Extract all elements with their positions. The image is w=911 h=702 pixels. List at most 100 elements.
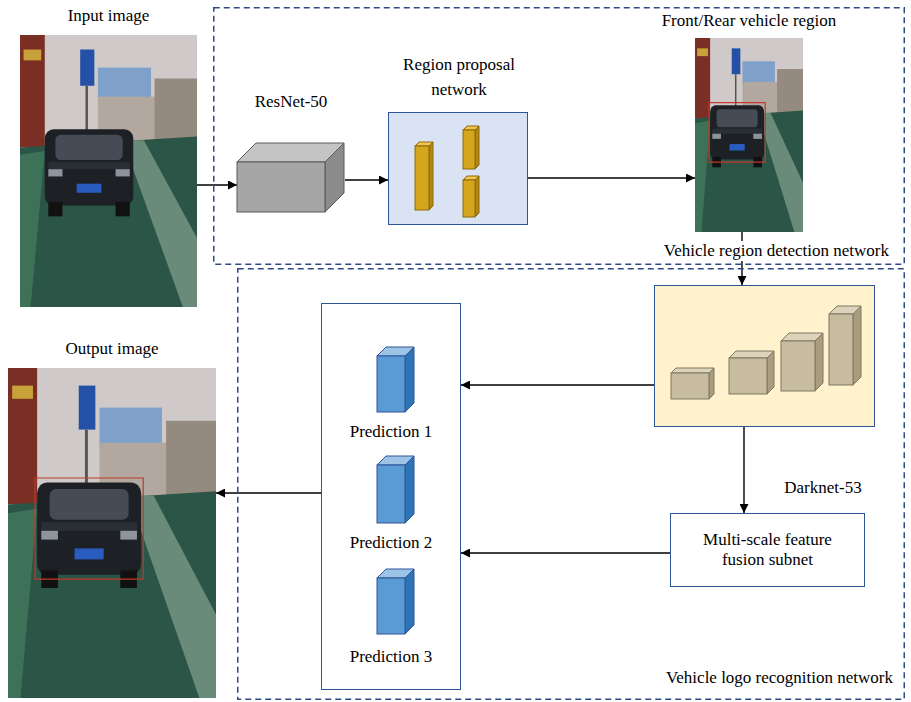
cube-top [729,351,774,358]
cube-front [671,373,709,399]
cube-side [709,368,714,399]
recognition-network-region: Vehicle logo recognition network Darknet-… [237,268,905,700]
output-image: Output image [8,368,216,698]
region-label: Vehicle region detection network [660,241,893,261]
car-headlight [753,134,762,139]
region-label: Vehicle logo recognition network [666,668,893,688]
sidewalk [8,509,37,698]
block-label: Darknet-53 [763,478,883,498]
cube-side [853,306,861,385]
car-hood [41,522,137,531]
arrow-connector [216,492,321,493]
parking-sign [732,48,741,74]
region-proposal-box: Region proposal network [388,112,528,225]
licence-plate [77,184,102,193]
car-body [45,129,134,205]
car-headlight [41,531,58,540]
detection-box [35,478,143,579]
parking-sign [79,386,96,430]
cube-front [463,130,475,169]
arrow-connector [461,552,670,553]
prediction-box: Prediction 1 Prediction 2 Prediction 3 [321,303,461,690]
car-hood [712,129,762,134]
cube-side [405,347,414,412]
cube-front [829,314,853,385]
resnet-block-graphic [237,143,345,212]
sky [8,368,216,698]
shop-sign [12,386,33,399]
cube-front [377,356,405,412]
prediction-label: Prediction 3 [322,647,460,667]
cube-front [237,162,325,212]
vehicle-region-image-graphic [695,38,803,232]
image-heading: Input image [0,6,217,26]
fusion-subnet-box: Multi-scale feature fusion subnet [670,513,865,587]
cube-top [671,368,714,373]
car-headlight [116,169,130,176]
car-wheel [48,202,62,217]
darknet-block-graphic [655,286,876,428]
output-image-graphic [8,368,216,698]
road-lane [123,140,197,307]
dashed-outline [214,8,905,265]
prediction-label: Prediction 1 [322,422,460,442]
arrow-connector [461,384,654,385]
cube-side [767,351,774,394]
billboard [100,408,162,448]
street-photo [20,35,197,307]
car-headlight [48,169,62,176]
car-body [37,482,141,574]
car-windshield [717,109,758,127]
block-label: Region proposal network [389,52,529,102]
car-wheel [116,202,130,217]
building [166,421,216,500]
shop-front [20,35,45,147]
sidewalk [695,121,710,232]
box-label: Multi-scale feature fusion subnet [685,530,850,571]
car-windshield [55,135,122,160]
cube-front [781,341,815,391]
arrow-connector [197,184,237,185]
cube-side [429,142,433,210]
prediction-box-graphic [322,304,462,691]
shop-front [695,38,710,118]
car-windshield [50,489,129,520]
car-headlight [120,531,137,540]
car-hood [48,162,129,169]
input-image-graphic [20,35,197,307]
cube-front [377,465,405,523]
cube-side [475,176,479,217]
resnet-block: ResNet-50 [237,143,345,212]
arrow-connector [528,177,695,178]
car-headlight [712,134,721,139]
road-lane [129,496,216,698]
street-photo [695,38,803,232]
cube-front [377,578,405,634]
cube-side [475,126,479,169]
building [777,69,803,116]
detection-network-region: Vehicle region detection network ResNet-5… [213,7,905,265]
billboard [743,61,775,84]
cube-side [815,333,823,391]
parking-sign [80,50,94,86]
sky [20,35,197,307]
input-image: Input image [20,35,197,307]
prediction-label: Prediction 2 [322,533,460,553]
building [155,79,197,144]
arrow-connector [743,427,744,513]
shop-sign [697,48,708,56]
region-proposal-box-graphic [389,113,529,226]
licence-plate [730,144,745,150]
vehicle-region-image: Front/Rear vehicle region [695,38,803,232]
image-heading: Output image [8,339,216,359]
cube-front [729,358,767,394]
sidewalk [20,151,45,307]
licence-plate [75,548,104,559]
cube-front [463,180,475,217]
road-lane [758,113,803,232]
cube-side [405,456,414,523]
cube-side [405,569,414,634]
dashed-outline [238,269,905,700]
